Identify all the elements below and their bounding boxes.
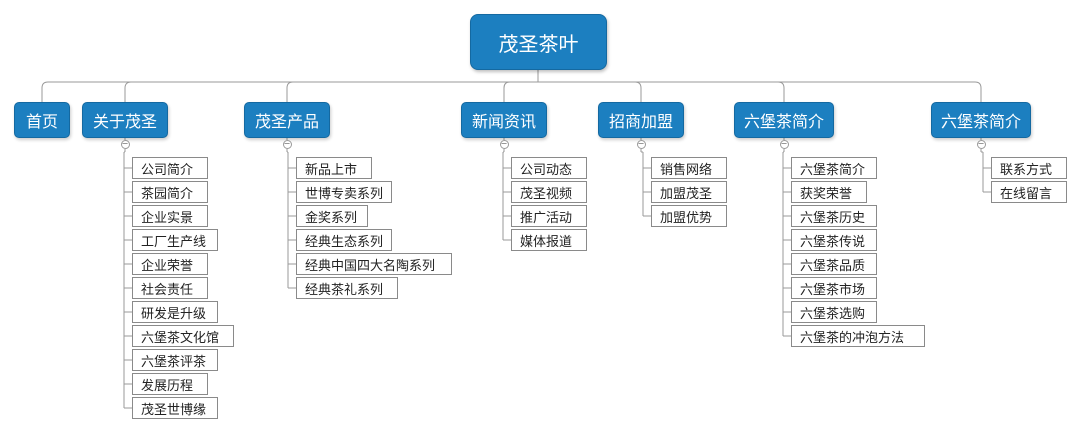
leaf-node[interactable]: 六堡茶简介 [791,157,877,179]
connector-line [538,81,785,102]
collapse-toggle-icon[interactable]: − [779,139,789,149]
category-node[interactable]: 茂圣产品 [244,102,330,138]
leaf-node[interactable]: 研发是升级 [132,301,218,323]
connector-line [503,81,538,102]
connector-line [41,81,538,102]
leaf-node[interactable]: 经典生态系列 [296,229,392,251]
collapse-toggle-icon[interactable]: − [636,139,646,149]
connector-line [124,81,538,102]
category-node[interactable]: 招商加盟 [598,102,684,138]
leaf-node[interactable]: 新品上市 [296,157,372,179]
collapse-toggle-icon[interactable]: − [499,139,509,149]
leaf-node[interactable]: 茂圣世博缘 [132,397,218,419]
leaf-node[interactable]: 六堡茶选购 [791,301,877,323]
leaf-node[interactable]: 加盟优势 [651,205,727,227]
collapse-toggle-icon[interactable]: − [282,139,292,149]
category-node[interactable]: 六堡茶简介 [734,102,834,138]
leaf-node[interactable]: 六堡茶的冲泡方法 [791,325,925,347]
leaf-node[interactable]: 社会责任 [132,277,208,299]
connector-line [286,81,538,102]
leaf-node[interactable]: 经典茶礼系列 [296,277,398,299]
leaf-node[interactable]: 获奖荣誉 [791,181,867,203]
leaf-node[interactable]: 六堡茶评茶 [132,349,218,371]
leaf-node[interactable]: 企业实景 [132,205,208,227]
root-node[interactable]: 茂圣茶叶 [470,14,607,70]
category-node[interactable]: 关于茂圣 [82,102,168,138]
leaf-node[interactable]: 推广活动 [511,205,587,227]
leaf-node[interactable]: 加盟茂圣 [651,181,727,203]
leaf-node[interactable]: 企业荣誉 [132,253,208,275]
collapse-toggle-icon[interactable]: − [120,139,130,149]
category-node[interactable]: 六堡茶简介 [931,102,1031,138]
leaf-node[interactable]: 六堡茶历史 [791,205,877,227]
leaf-node[interactable]: 六堡茶传说 [791,229,877,251]
leaf-node[interactable]: 公司动态 [511,157,587,179]
connector-line [538,81,982,102]
leaf-node[interactable]: 工厂生产线 [132,229,218,251]
leaf-node[interactable]: 媒体报道 [511,229,587,251]
leaf-node[interactable]: 茶园简介 [132,181,208,203]
leaf-node[interactable]: 六堡茶市场 [791,277,877,299]
connector-line [538,81,642,102]
leaf-node[interactable]: 六堡茶文化馆 [132,325,234,347]
category-node[interactable]: 新闻资讯 [461,102,547,138]
leaf-node[interactable]: 经典中国四大名陶系列 [296,253,452,275]
leaf-node[interactable]: 发展历程 [132,373,208,395]
leaf-node[interactable]: 世博专卖系列 [296,181,392,203]
leaf-node[interactable]: 在线留言 [991,181,1067,203]
leaf-node[interactable]: 公司简介 [132,157,208,179]
leaf-node[interactable]: 金奖系列 [296,205,368,227]
collapse-toggle-icon[interactable]: − [976,139,986,149]
category-node[interactable]: 首页 [14,102,70,138]
leaf-node[interactable]: 销售网络 [651,157,727,179]
leaf-node[interactable]: 六堡茶品质 [791,253,877,275]
leaf-node[interactable]: 联系方式 [991,157,1067,179]
leaf-node[interactable]: 茂圣视频 [511,181,587,203]
